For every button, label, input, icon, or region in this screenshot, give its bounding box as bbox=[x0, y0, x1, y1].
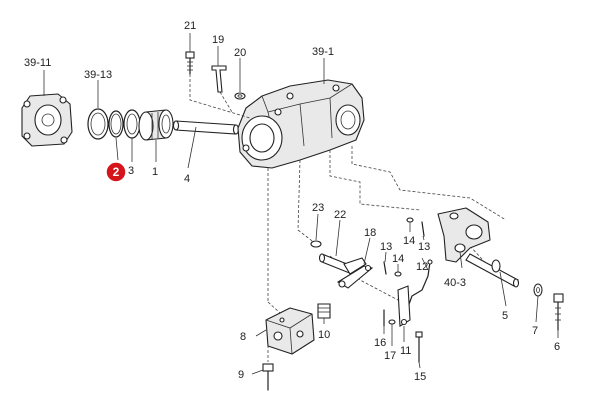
part-13-pin-left bbox=[383, 261, 387, 275]
highlight-badge-part-2: 2 bbox=[105, 161, 127, 183]
callout-8: 8 bbox=[240, 331, 246, 343]
part-19-bracket bbox=[211, 65, 227, 93]
part-7-washer bbox=[533, 283, 543, 297]
callout-15: 15 bbox=[414, 371, 426, 383]
part-15-bolt bbox=[415, 331, 423, 363]
callout-19: 19 bbox=[212, 34, 224, 46]
callout-23: 23 bbox=[312, 202, 324, 214]
part-9-bolt bbox=[262, 363, 274, 391]
part-17-clip bbox=[388, 319, 396, 325]
callout-18: 18 bbox=[364, 227, 376, 239]
part-4-shaft bbox=[172, 120, 240, 135]
callout-39-13: 39-13 bbox=[84, 69, 112, 81]
callout-16: 16 bbox=[374, 337, 386, 349]
callout-5: 5 bbox=[502, 310, 508, 322]
highlight-circle bbox=[105, 161, 127, 183]
callout-13-right: 13 bbox=[418, 241, 430, 253]
callout-10: 10 bbox=[318, 329, 330, 341]
callout-9: 9 bbox=[238, 369, 244, 381]
callout-39-1: 39-1 bbox=[312, 46, 334, 58]
part-3-ring bbox=[123, 109, 141, 139]
callout-14-right: 14 bbox=[403, 235, 415, 247]
leader-lines bbox=[43, 33, 559, 375]
part-2-o-ring bbox=[108, 110, 124, 138]
part-14-clip-right bbox=[406, 217, 414, 223]
part-1-piston bbox=[138, 109, 174, 141]
callout-20: 20 bbox=[234, 47, 246, 59]
callout-21: 21 bbox=[184, 20, 196, 32]
part-13-pin-right bbox=[421, 221, 425, 237]
callout-11: 11 bbox=[400, 345, 411, 357]
callout-7: 7 bbox=[532, 325, 538, 337]
part-18-lever bbox=[336, 264, 374, 289]
callout-13-left: 13 bbox=[380, 241, 392, 253]
callout-12: 12 bbox=[416, 261, 428, 273]
callout-4: 4 bbox=[184, 173, 190, 185]
callout-17: 17 bbox=[384, 350, 396, 362]
part-11-lever-plate bbox=[397, 285, 411, 327]
callout-14-left: 14 bbox=[392, 253, 404, 265]
part-23-washer bbox=[310, 240, 322, 248]
part-14-clip-left bbox=[394, 271, 402, 277]
part-5-shaft bbox=[465, 253, 520, 288]
part-20-washer bbox=[234, 92, 246, 100]
callout-3: 3 bbox=[128, 165, 134, 177]
part-40-3-arm bbox=[437, 207, 491, 263]
callout-40-3: 40-3 bbox=[444, 277, 466, 289]
part-10-fitting bbox=[317, 303, 331, 319]
callout-39-11: 39-11 bbox=[24, 57, 51, 69]
part-39-13-gasket bbox=[87, 108, 109, 140]
highlight-number: 2 bbox=[113, 165, 120, 179]
callout-22: 22 bbox=[334, 209, 346, 221]
part-22-lever-shaft bbox=[318, 253, 367, 275]
callout-6: 6 bbox=[554, 341, 560, 353]
part-39-1-housing bbox=[237, 79, 365, 169]
callout-labels: 39-11 39-13 3 1 4 21 19 20 39-1 23 22 18… bbox=[24, 20, 560, 383]
part-21-bolt bbox=[185, 51, 195, 75]
callout-1: 1 bbox=[152, 166, 158, 178]
part-8-valve-block bbox=[265, 307, 315, 355]
part-6-bolt bbox=[553, 293, 564, 331]
part-39-11-cover bbox=[21, 93, 73, 147]
